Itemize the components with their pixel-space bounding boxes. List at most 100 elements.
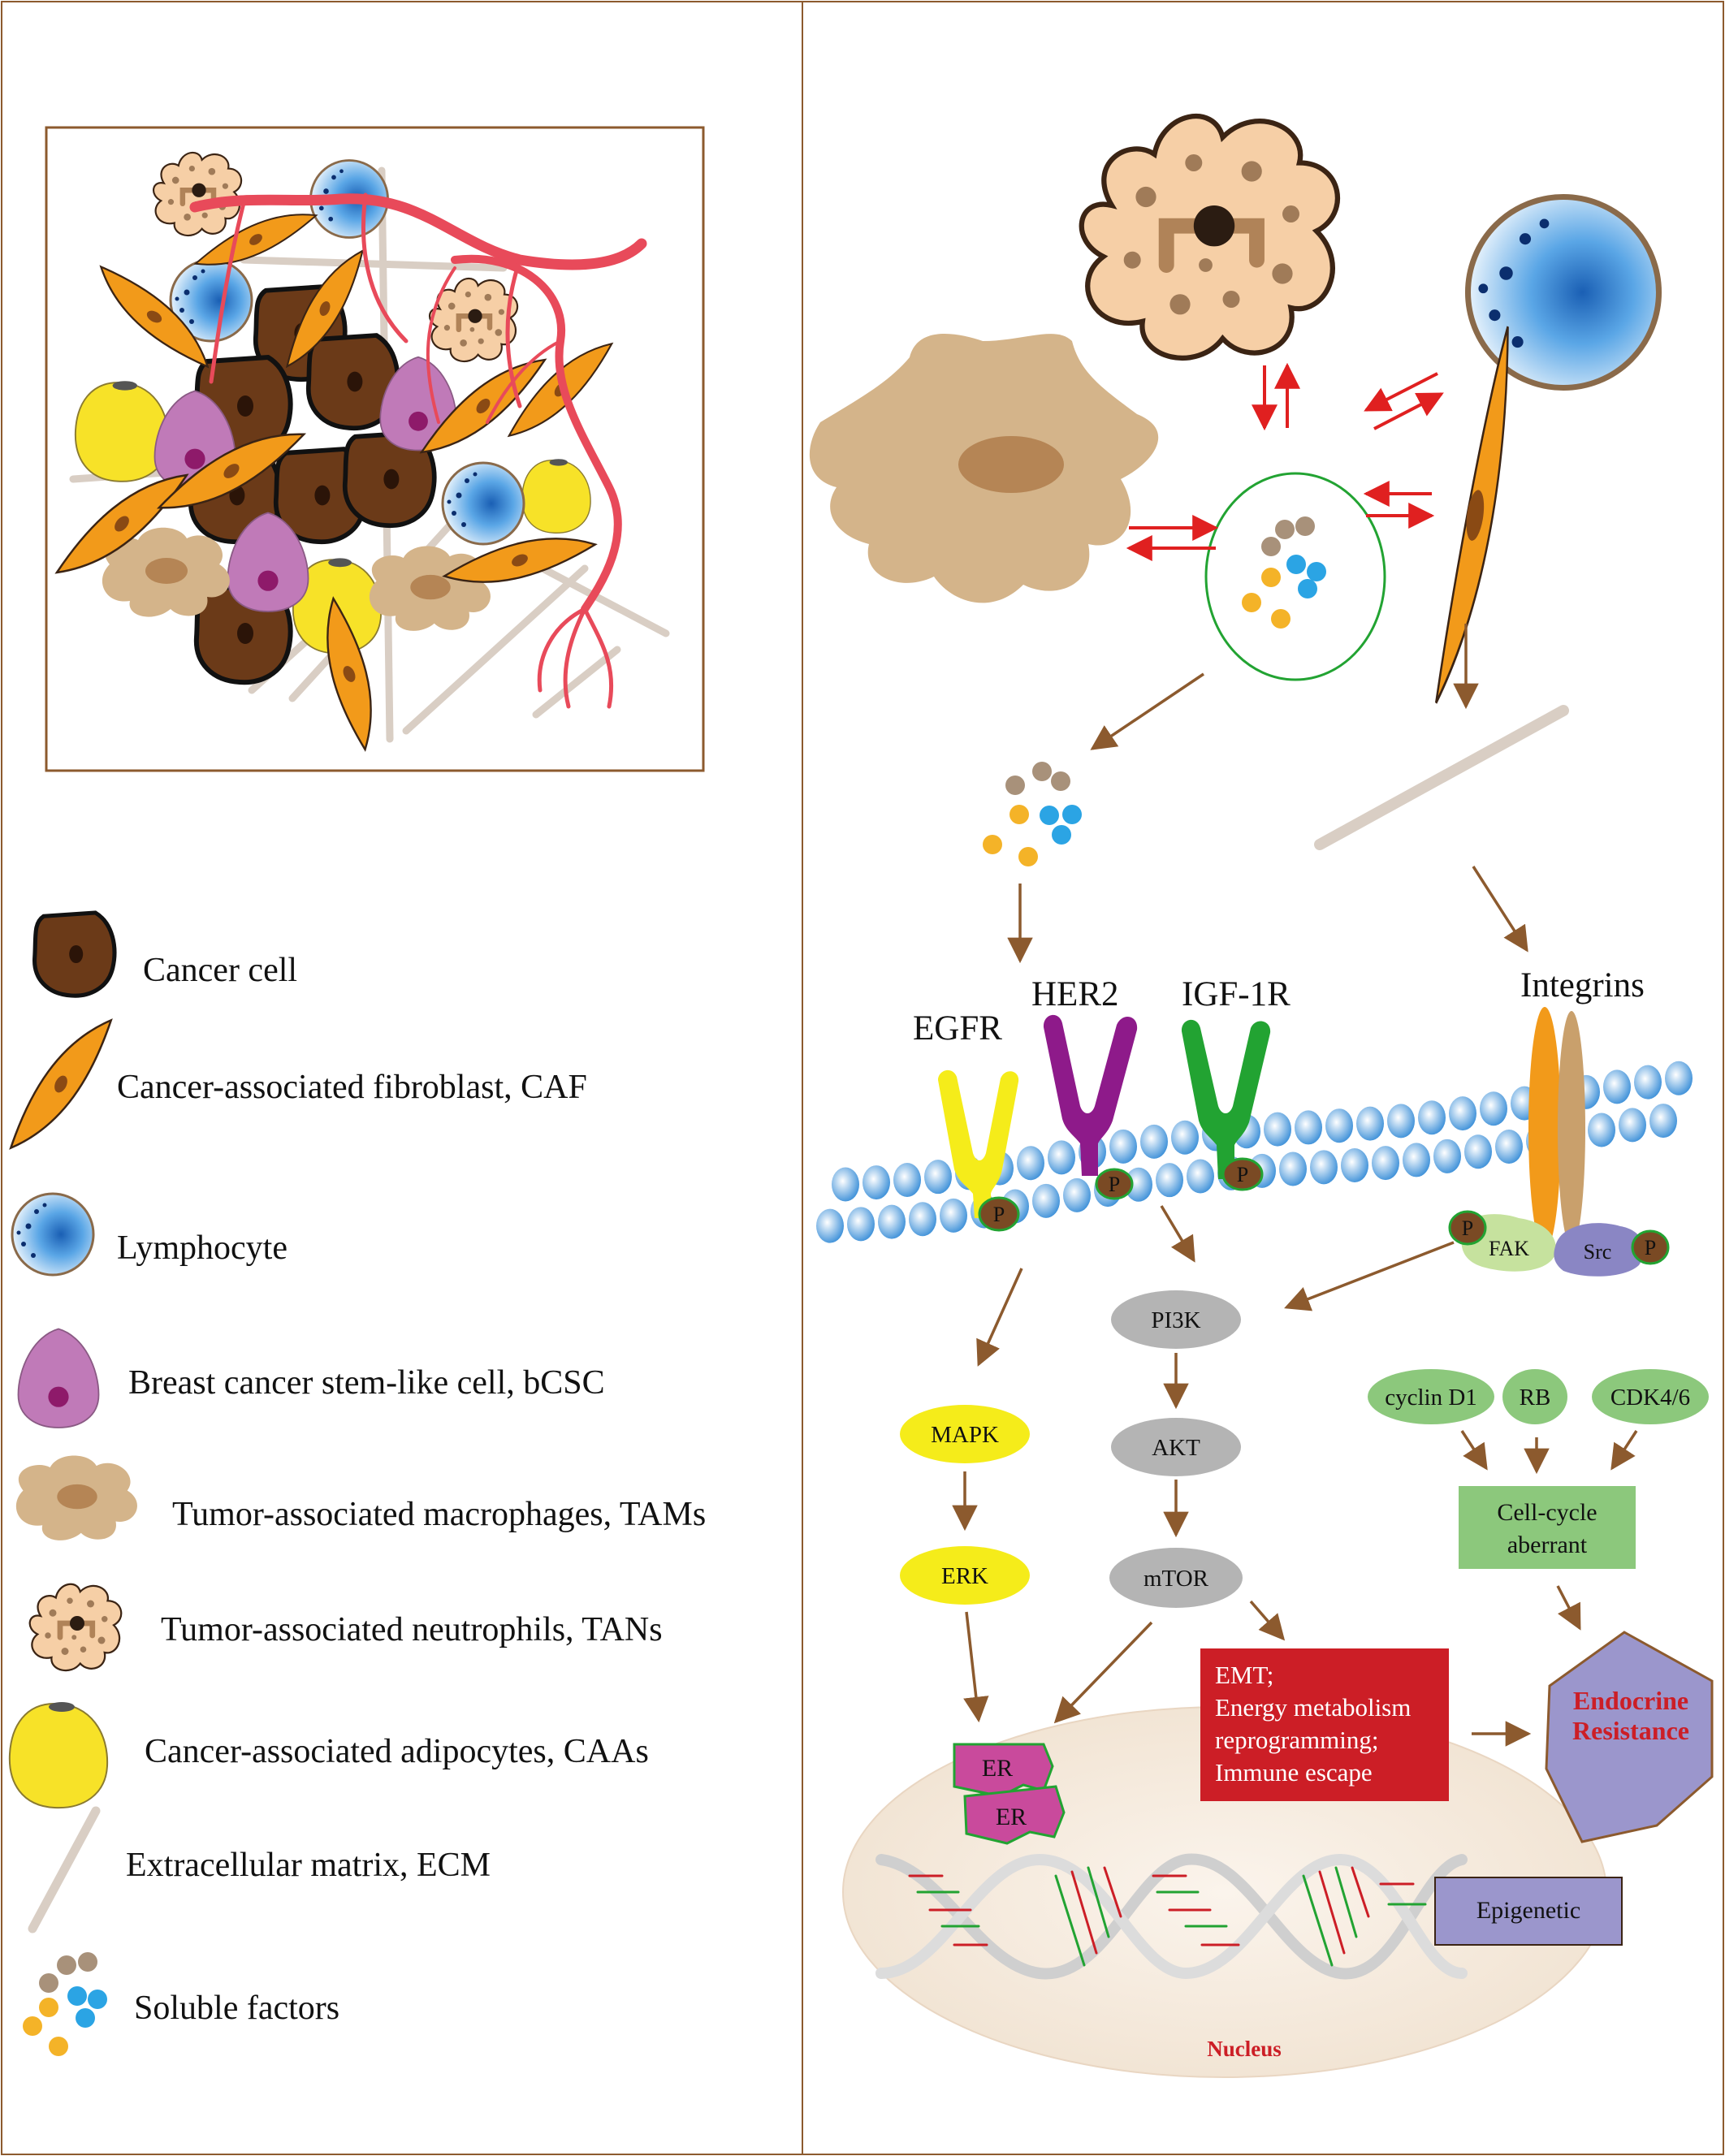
mtor-node <box>1109 1548 1243 1608</box>
cdk46-label: CDK4/6 <box>1610 1385 1690 1411</box>
membrane-bead <box>862 1165 890 1200</box>
outcomes-box <box>1200 1648 1449 1801</box>
membrane-bead <box>1665 1061 1693 1095</box>
membrane-bead <box>1449 1096 1476 1131</box>
fak-label: FAK <box>1489 1237 1529 1260</box>
legend-bcsc-icon <box>17 1328 100 1428</box>
legend-label-bcsc: Breast cancer stem-like cell, bCSC <box>128 1364 605 1402</box>
igf1r-phospho <box>1221 1157 1264 1191</box>
membrane-bead <box>1017 1146 1044 1181</box>
cyclin-d1-node <box>1368 1369 1494 1424</box>
erk-node <box>900 1546 1030 1605</box>
legend-label-soluble-factors: Soluble factors <box>134 1990 339 2027</box>
epigenetic-box <box>1434 1877 1623 1946</box>
legend-cancer-icon <box>35 913 115 996</box>
cell-cycle-line1: Cell-cycle <box>1497 1499 1597 1526</box>
her2-label: HER2 <box>1031 975 1119 1013</box>
lymphocyte-cell <box>1468 197 1659 388</box>
legend-label-lymphocyte: Lymphocyte <box>117 1229 288 1267</box>
membrane-bead <box>1125 1167 1152 1202</box>
src-blob <box>1554 1223 1645 1277</box>
membrane-bead <box>924 1160 952 1195</box>
legend: Cancer cell Cancer-associated fibroblast… <box>0 913 706 2056</box>
egfr-p-label: P <box>993 1203 1005 1226</box>
membrane-bead <box>1634 1065 1662 1100</box>
membrane-bead <box>1387 1104 1415 1138</box>
membrane-bead <box>1310 1150 1338 1185</box>
fak-phospho <box>1448 1210 1487 1246</box>
epigenetic-label: Epigenetic <box>1476 1897 1580 1924</box>
igf1r-p-label: P <box>1237 1163 1248 1186</box>
pi3k-label: PI3K <box>1151 1307 1200 1333</box>
receptors: P P P P P P FAK Src EGFR HER2 IGF-1R Int… <box>913 966 1670 1791</box>
her2-phospho <box>1095 1168 1134 1200</box>
membrane-bead <box>1588 1113 1615 1147</box>
fak-p-label: P <box>1462 1216 1473 1240</box>
membrane-bead <box>1032 1183 1060 1218</box>
integrin-alpha <box>1528 1007 1561 1251</box>
ecm-fiber <box>1314 705 1569 850</box>
membrane-bead <box>1603 1069 1631 1104</box>
cyclin-d1-label: cyclin D1 <box>1385 1385 1477 1411</box>
er-lower <box>963 1785 1066 1845</box>
rb-node <box>1502 1369 1567 1424</box>
legend-label-ecm: Extracellular matrix, ECM <box>126 1847 491 1884</box>
legend-soluble-factors-icon <box>23 1952 107 2056</box>
cell-cycle-box <box>1459 1486 1636 1569</box>
membrane-bead <box>1403 1143 1430 1177</box>
dna-helix <box>875 1853 1468 1980</box>
endocrine-line2: Resistance <box>1572 1716 1689 1745</box>
nucleus-label: Nucleus <box>1207 2037 1282 2061</box>
membrane-bead <box>1325 1108 1353 1143</box>
legend-label-caf: Cancer-associated fibroblast, CAF <box>117 1069 587 1106</box>
legend-label-caa: Cancer-associated adipocytes, CAAs <box>145 1733 649 1770</box>
membrane-bead <box>847 1207 875 1242</box>
src-p-label: P <box>1645 1236 1656 1259</box>
her2-p-label: P <box>1109 1173 1120 1196</box>
signaling-pathway: Nucleus ER ER <box>842 1205 1714 2078</box>
cell-cycle-line2: aberrant <box>1507 1532 1588 1558</box>
membrane-bead <box>816 1208 844 1243</box>
mapk-label: MAPK <box>931 1422 999 1448</box>
membrane-bead <box>878 1204 906 1239</box>
outcome-line1: EMT; <box>1215 1661 1273 1689</box>
membrane-bead <box>1464 1134 1492 1169</box>
src-label: Src <box>1584 1240 1612 1264</box>
membrane-bead <box>1156 1163 1183 1198</box>
membrane-bead <box>1295 1110 1322 1145</box>
membrane-bead <box>909 1202 936 1237</box>
endocrine-resistance-badge <box>1545 1631 1714 1843</box>
cross-talk-cells <box>809 116 1659 964</box>
integrins-label: Integrins <box>1520 966 1645 1005</box>
legend-label-tan: Tumor-associated neutrophils, TANs <box>161 1611 663 1648</box>
er-lower-label: ER <box>996 1804 1027 1830</box>
tan-cell <box>1082 116 1338 358</box>
pi3k-node <box>1111 1290 1241 1349</box>
egfr-label: EGFR <box>913 1009 1002 1048</box>
membrane-bead <box>1619 1108 1646 1143</box>
legend-caa-icon <box>8 1701 109 1809</box>
erk-label: ERK <box>941 1563 988 1589</box>
membrane-bead <box>1063 1177 1091 1212</box>
caf-cell <box>1435 326 1509 704</box>
tumor-microenvironment-illustration <box>45 126 705 772</box>
membrane-bead <box>1356 1106 1384 1141</box>
membrane-bead <box>1433 1138 1461 1173</box>
membrane-bead <box>1279 1151 1307 1186</box>
akt-label: AKT <box>1152 1435 1200 1461</box>
membrane-bead <box>1264 1112 1291 1147</box>
membrane-bead <box>1649 1104 1677 1138</box>
outcome-line3: reprogramming; <box>1215 1726 1378 1754</box>
membrane-bead <box>1171 1120 1199 1155</box>
legend-tam-icon <box>15 1455 137 1540</box>
membrane-bead <box>1109 1129 1137 1164</box>
er-upper-label: ER <box>982 1755 1013 1782</box>
cdk46-node <box>1592 1369 1709 1424</box>
membrane-bead <box>1480 1091 1507 1126</box>
legend-caf-icon <box>0 1019 138 1149</box>
outcome-line4: Immune escape <box>1215 1758 1373 1787</box>
soluble-factors-vesicle <box>1204 472 1386 681</box>
outcome-line2: Energy metabolism <box>1215 1693 1411 1722</box>
membrane-bead <box>1187 1159 1214 1194</box>
